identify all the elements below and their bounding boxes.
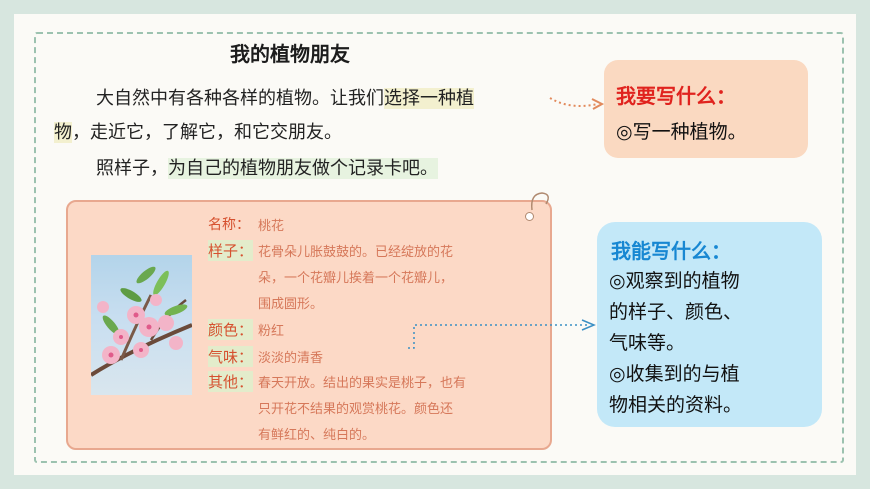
string-loop-icon (530, 192, 549, 211)
record-card (66, 200, 552, 450)
paragraph-text: 照样子， (96, 158, 168, 179)
name-value: 桃花 (258, 219, 285, 234)
shape-line-1: 花骨朵儿胀鼓鼓的。已经绽放的花 (258, 245, 454, 260)
can-write-bubble: 我能写什么： ◎观察到的植物 的样子、颜色、 气味等。 ◎收集到的与植 物相关的… (597, 222, 822, 427)
shape-line-2: 朵，一个花瓣儿挨着一个花瓣儿， (258, 271, 454, 286)
other-line-3: 有鲜红的、纯白的。 (258, 428, 376, 443)
other-line-2: 只开花不结果的观赏桃花。颜色还 (258, 402, 454, 417)
write-what-bubble: 我要写什么： ◎写一种植物。 (604, 60, 808, 158)
paragraph-text: 大自然中有各种各样的植物。让我们 (96, 88, 384, 109)
color-value: 粉红 (258, 324, 285, 339)
other-line-1: 春天开放。结出的果实是桃子，也有 (258, 376, 467, 391)
can-write-line-3: 气味等。 (609, 332, 686, 354)
dotted-arrow-icon (549, 97, 605, 110)
shape-line-3: 围成圆形。 (258, 297, 324, 312)
paragraph-line-1: 大自然中有各种各样的植物。让我们选择一种植 (96, 84, 474, 110)
page-title: 我的植物朋友 (230, 42, 350, 66)
paragraph-text: ，走近它，了解它，和它交朋友。 (72, 122, 342, 143)
can-write-line-4: ◎收集到的与植 (609, 363, 740, 385)
can-write-line-2: 的样子、颜色、 (609, 301, 743, 323)
highlight-text: 为自己的植物朋友做个记录卡吧。 (168, 158, 438, 179)
highlight-text: 物 (54, 122, 72, 143)
dotted-connector-icon (408, 319, 596, 349)
name-label: 名称： (208, 217, 250, 233)
write-what-item: ◎写一种植物。 (616, 121, 747, 143)
write-what-heading: 我要写什么： (616, 84, 736, 108)
can-write-line-5: 物相关的资料。 (609, 394, 743, 416)
smell-label: 气味： (208, 346, 254, 367)
shape-label: 样子： (208, 240, 254, 261)
peach-blossom-photo (91, 255, 192, 395)
can-write-line-1: ◎观察到的植物 (609, 270, 740, 292)
pin-icon (525, 212, 534, 221)
dashed-border (34, 32, 844, 463)
other-label: 其他： (208, 371, 254, 392)
smell-value: 淡淡的清香 (258, 351, 324, 366)
paragraph-line-3: 照样子，为自己的植物朋友做个记录卡吧。 (96, 154, 438, 180)
paragraph-line-2: 物，走近它，了解它，和它交朋友。 (54, 118, 342, 144)
highlight-text: 选择一种植 (384, 88, 474, 109)
can-write-heading: 我能写什么： (611, 239, 731, 263)
color-label: 颜色： (208, 319, 254, 340)
